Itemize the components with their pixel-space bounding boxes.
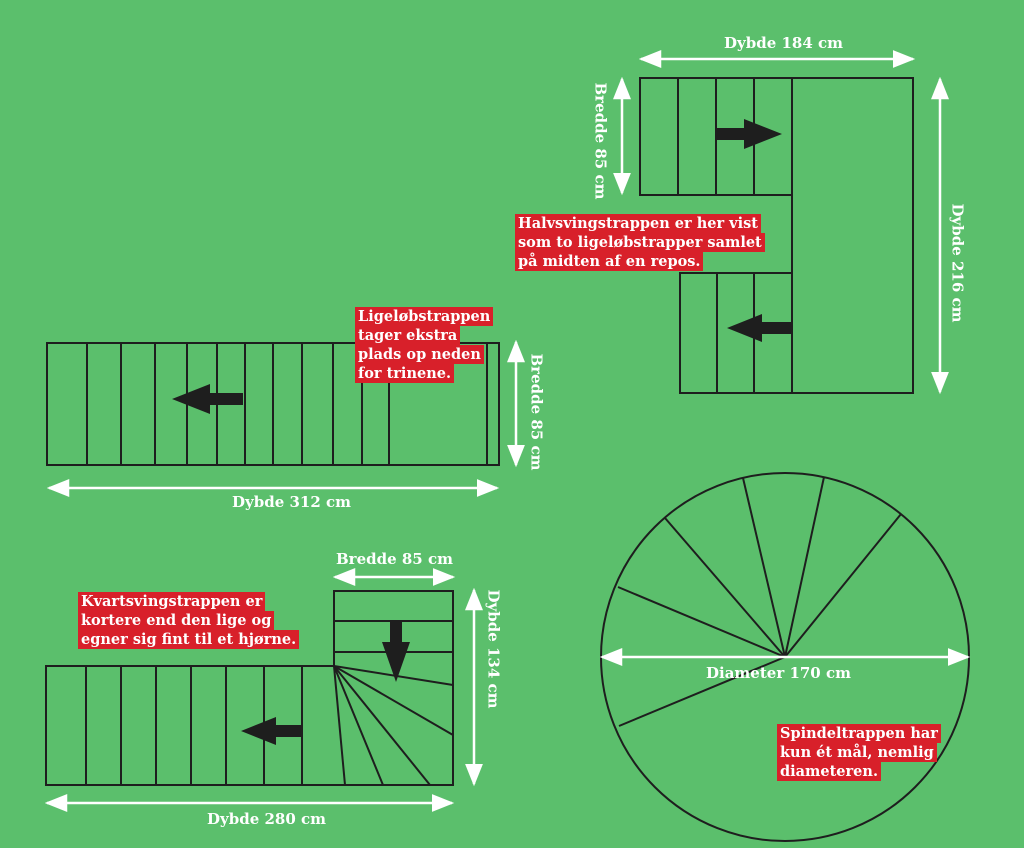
straight-note-line: for trinene. (355, 364, 455, 383)
straight-stair-arrow-icon (172, 384, 243, 414)
half-turn-note-line: Halvsvingstrappen er her vist (515, 214, 761, 233)
half-turn-note-line: på midten af en repos. (515, 252, 704, 271)
quarter-turn-note: Kvartsvingstrappen er kortere end den li… (78, 592, 300, 649)
spiral-note: Spindeltrappen har kun ét mål, nemlig di… (777, 724, 941, 781)
straight-note: Ligeløbstrappen tager ekstra plads op ne… (355, 307, 494, 383)
quarter-turn-note-line: Kvartsvingstrappen er (78, 592, 266, 611)
quarter-turn-left-arrow-icon (241, 717, 302, 745)
spiral-diameter-label: Diameter 170 cm (706, 664, 851, 682)
half-turn-lower-arrow-icon (727, 314, 792, 342)
spiral-note-line: Spindeltrappen har (777, 724, 941, 743)
half-turn-width-label: Bredde 85 cm (591, 82, 610, 200)
quarter-turn-width-label: Bredde 85 cm (336, 550, 453, 568)
spiral-note-line: kun ét mål, nemlig (777, 743, 937, 762)
straight-note-line: plads op neden (355, 345, 484, 364)
half-turn-note-line: som to ligeløbstrapper samlet (515, 233, 765, 252)
half-turn-top-depth-label: Dybde 184 cm (724, 34, 844, 52)
straight-note-line: Ligeløbstrappen (355, 307, 494, 326)
quarter-turn-bottom-depth-label: Dybde 280 cm (207, 810, 327, 828)
straight-note-line: tager ekstra (355, 326, 461, 345)
spiral-note-line: diameteren. (777, 762, 881, 781)
quarter-turn-down-arrow-icon (382, 622, 410, 682)
quarter-turn-note-line: kortere end den lige og (78, 611, 275, 630)
quarter-turn-stair (45, 590, 454, 786)
quarter-turn-note-line: egner sig fint til et hjørne. (78, 630, 300, 649)
half-turn-side-depth-label: Dybde 216 cm (948, 203, 967, 323)
half-turn-upper-arrow-icon (715, 119, 782, 149)
straight-depth-label: Dybde 312 cm (232, 493, 352, 511)
straight-width-label: Bredde 85 cm (527, 353, 546, 471)
quarter-turn-side-depth-label: Dybde 134 cm (484, 589, 503, 709)
straight-stair (46, 342, 500, 466)
half-turn-note: Halvsvingstrappen er her vist som to lig… (515, 214, 765, 271)
